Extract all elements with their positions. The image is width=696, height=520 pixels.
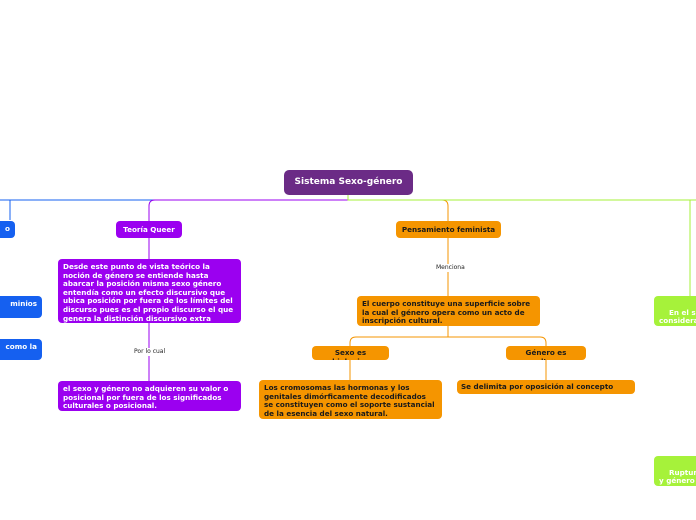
right-node-bottom-text: Ruptura d y género solo uno. xyxy=(659,467,696,486)
queer-title: Teoría Queer xyxy=(123,225,175,234)
gender-culture-detail: Se delimita por oposición al concepto se… xyxy=(461,382,614,394)
sex-biological-node[interactable]: Sexo es biologico xyxy=(312,346,389,360)
right-node-top[interactable]: En el siglo considera básicame xyxy=(654,296,696,326)
line-root-left xyxy=(0,195,349,201)
left-node-bottom[interactable]: como la xyxy=(0,339,42,360)
queer-description-node[interactable]: Desde este punto de vista teórico la noc… xyxy=(58,259,241,323)
right-node-bottom[interactable]: Ruptura d y género solo uno. xyxy=(654,456,696,486)
feminist-node[interactable]: Pensamiento feminista xyxy=(396,221,501,238)
line-root-right xyxy=(347,195,696,201)
queer-description: Desde este punto de vista teórico la noc… xyxy=(63,262,234,323)
left-node-top-text: o xyxy=(5,224,10,233)
queer-connector-label: Por lo cual xyxy=(132,348,168,356)
line-root-queer xyxy=(148,195,349,221)
body-surface-text: El cuerpo constituye una superficie sobr… xyxy=(362,299,531,326)
sex-biological-detail: Los cromosomas las hormonas y los genita… xyxy=(264,383,435,418)
feminist-title: Pensamiento feminista xyxy=(401,225,496,234)
body-surface-node[interactable]: El cuerpo constituye una superficie sobr… xyxy=(357,296,540,326)
left-node-top[interactable]: o xyxy=(0,221,15,238)
feminist-connector-label: Menciona xyxy=(434,264,467,272)
left-node-middle[interactable]: minios xyxy=(0,296,42,318)
right-node-top-text: En el siglo considera básicame xyxy=(659,307,696,326)
sex-biological-title: Sexo es biologico xyxy=(332,348,369,360)
left-node-middle-text: minios xyxy=(10,299,37,308)
left-node-bottom-text: como la xyxy=(5,342,37,351)
sex-biological-detail-node[interactable]: Los cromosomas las hormonas y los genita… xyxy=(259,380,442,419)
line-root-feminist xyxy=(347,195,449,221)
gender-culture-title: Género es cultura xyxy=(525,348,567,360)
root-node[interactable]: Sistema Sexo-género xyxy=(284,170,413,195)
gender-culture-node[interactable]: Género es cultura xyxy=(506,346,586,360)
gender-culture-detail-node[interactable]: Se delimita por oposición al concepto se… xyxy=(457,380,635,394)
root-title: Sistema Sexo-género xyxy=(294,177,403,187)
queer-node[interactable]: Teoría Queer xyxy=(116,221,182,238)
queer-conclusion-node[interactable]: el sexo y género no adquieren su valor o… xyxy=(58,381,241,411)
queer-conclusion: el sexo y género no adquieren su valor o… xyxy=(63,384,229,411)
line-body-branches xyxy=(349,326,547,346)
